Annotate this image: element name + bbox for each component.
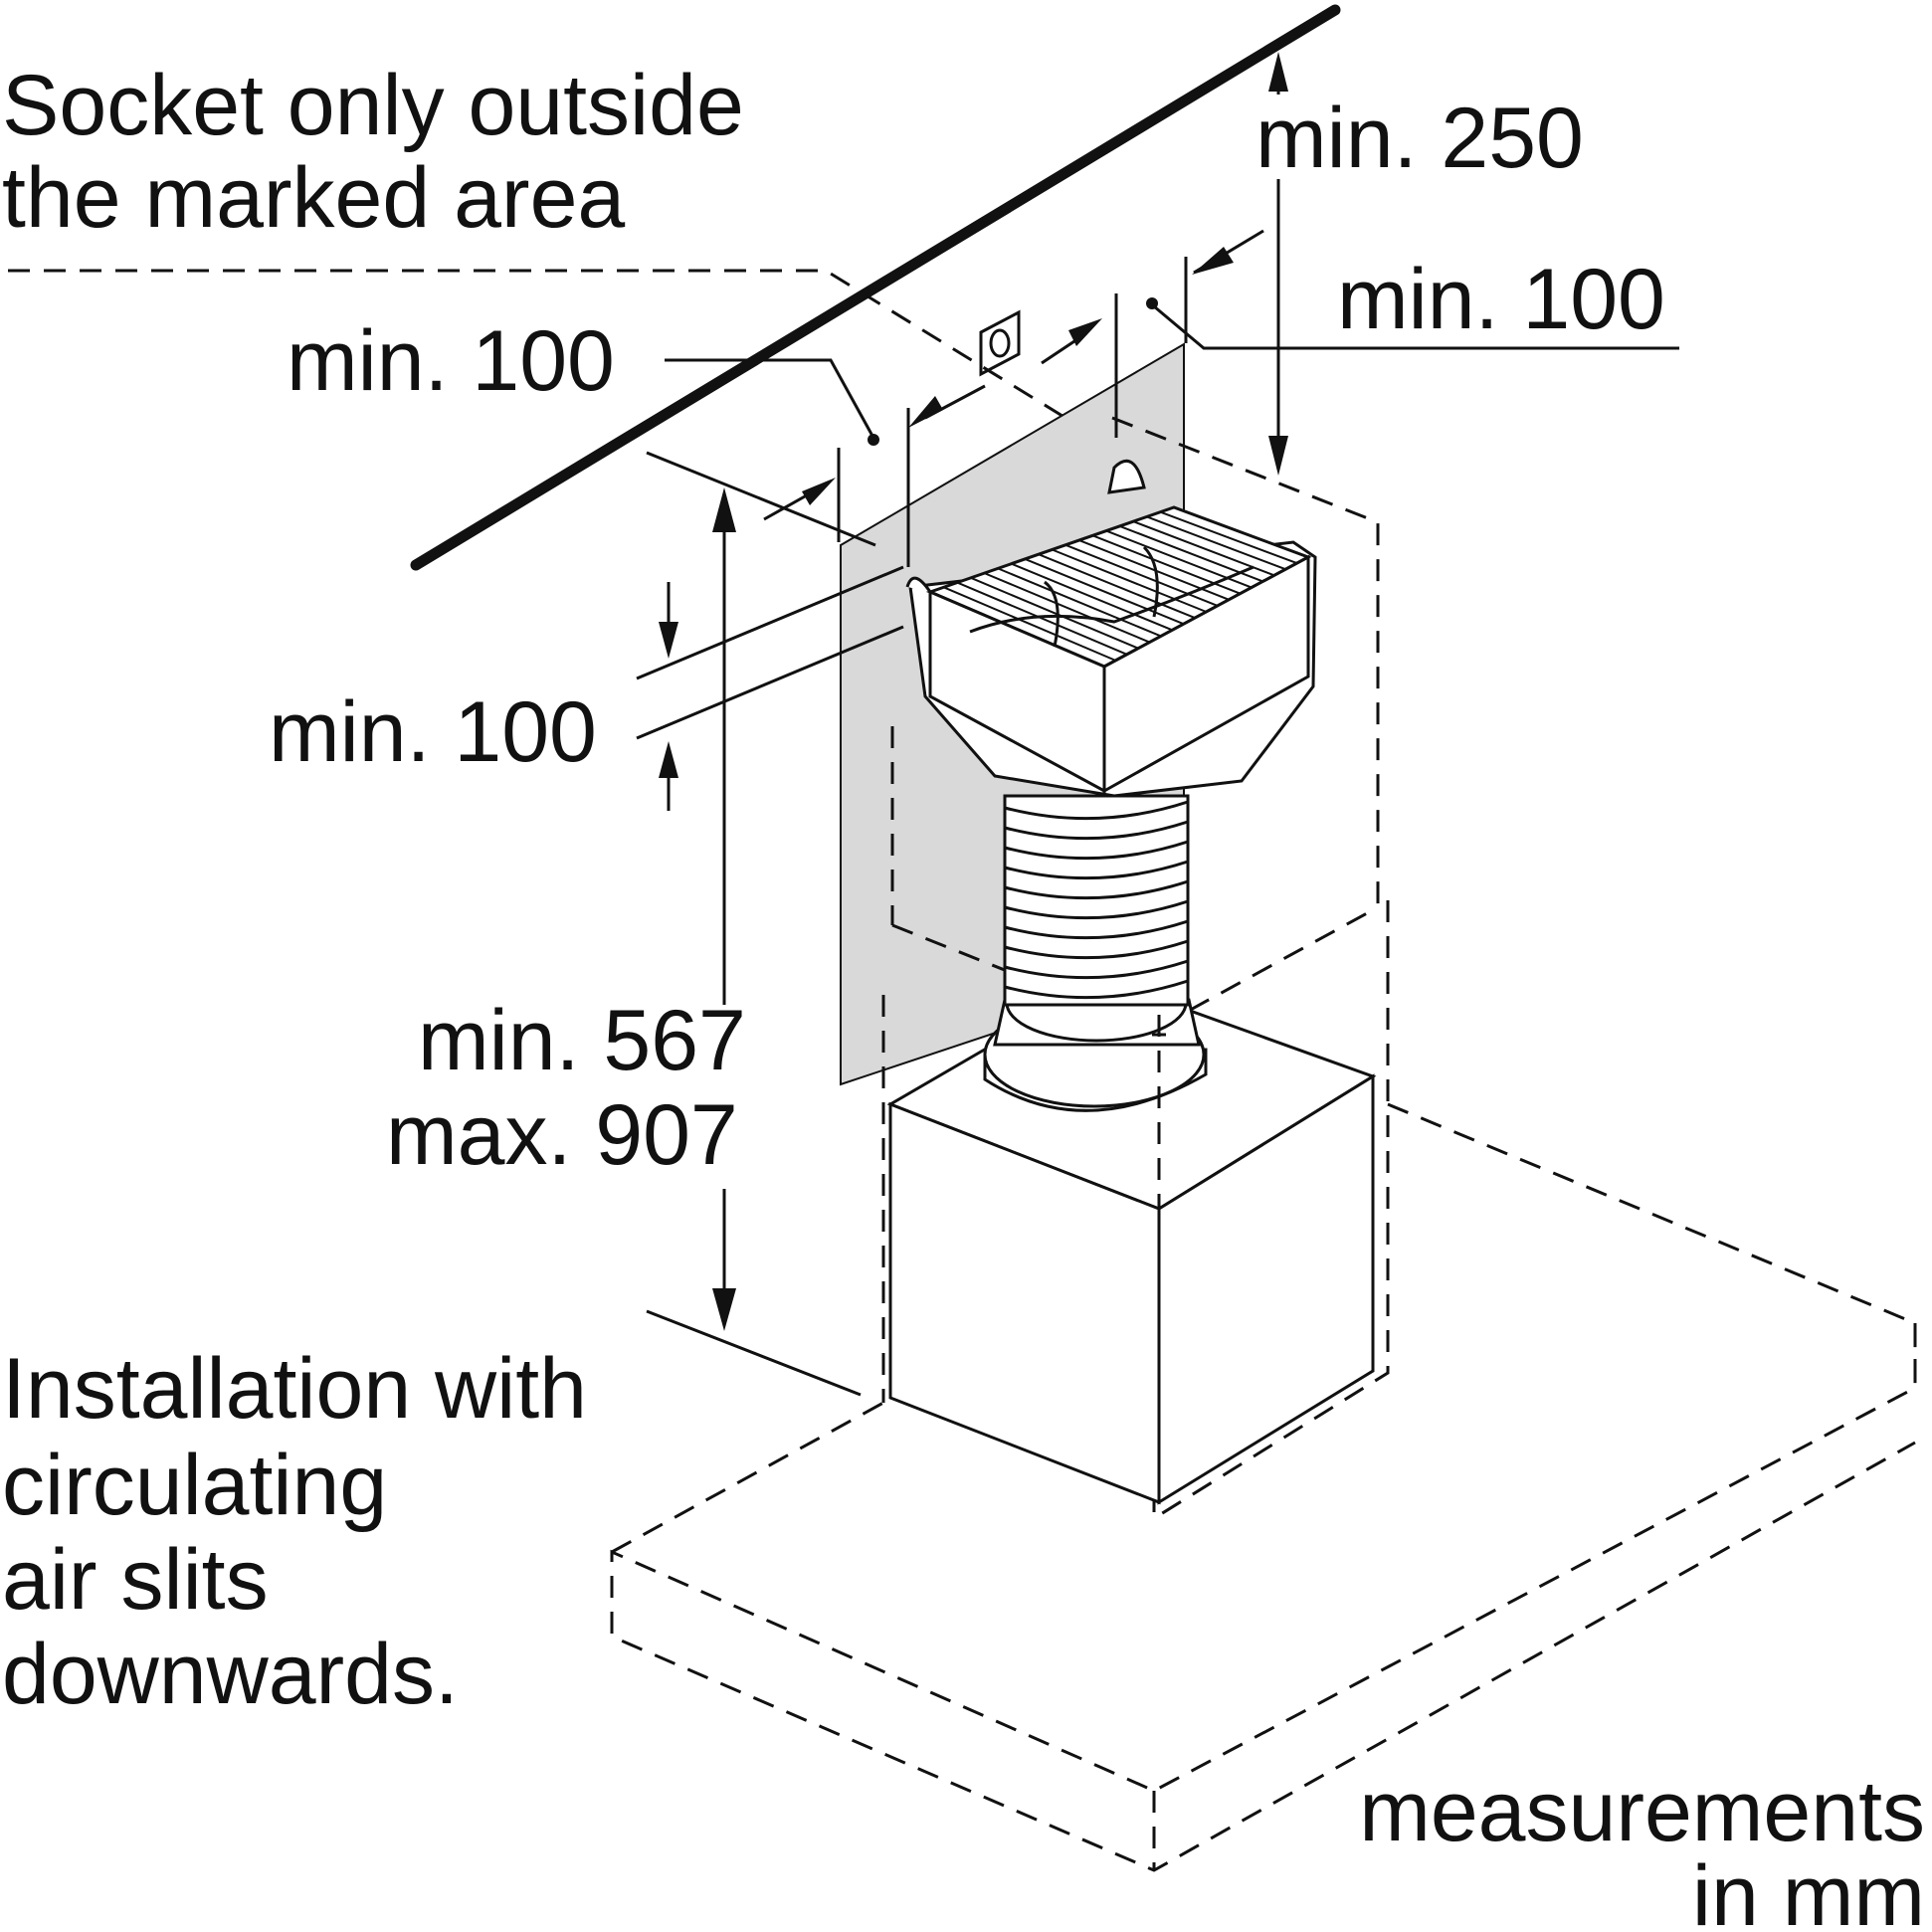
install-note-line3: air slits	[2, 1532, 269, 1628]
hose-ring	[1004, 800, 1189, 821]
dimension-height-min-label: min. 567	[418, 993, 746, 1088]
dimension-vertical-socket-label: min. 100	[269, 684, 597, 780]
dimension-top-clearance: min. 250	[1256, 52, 1584, 476]
filter-slat	[1011, 562, 1173, 632]
dimension-left-socket-label: min. 100	[287, 313, 615, 409]
filter-slat	[1078, 539, 1230, 601]
socket-note-line2: the marked area	[2, 150, 625, 246]
filter-slat	[1064, 543, 1219, 607]
dimension-right-socket-label: min. 100	[1337, 252, 1665, 347]
install-note-line4: downwards.	[2, 1627, 459, 1722]
filter-slat	[1024, 558, 1185, 626]
filter-slat	[943, 586, 1116, 662]
socket-note-line1: Socket only outside	[2, 58, 744, 153]
dimension-socket-gap	[906, 318, 1102, 567]
filter-slat	[1146, 515, 1286, 571]
filter-slat	[997, 567, 1162, 638]
hose-ring	[1004, 979, 1189, 1000]
filter-unit	[905, 459, 1317, 798]
filter-slat	[1052, 548, 1207, 613]
hose-ring	[1004, 919, 1189, 940]
filter-slat	[1132, 520, 1275, 577]
hose-ring	[1004, 899, 1189, 920]
dimension-total-height: min. 567 max. 907	[386, 451, 876, 1397]
filter-slat	[1160, 510, 1297, 565]
hose-ring	[1004, 939, 1189, 960]
filter-slat	[984, 572, 1150, 644]
dimension-vertical-socket: min. 100	[269, 565, 904, 811]
install-note-line1: Installation with	[2, 1341, 587, 1437]
hose-ring	[1004, 959, 1189, 980]
hose-ring	[1004, 879, 1189, 900]
socket-icon	[979, 309, 1021, 377]
dimension-left-socket: min. 100	[287, 313, 879, 542]
hood-canopy-outline	[610, 1102, 1917, 1872]
dimension-top-clearance-label: min. 250	[1256, 91, 1584, 186]
hose-ring	[1004, 840, 1189, 861]
socket-reference-line	[8, 269, 1115, 450]
dimension-right-socket: min. 100	[1114, 229, 1679, 438]
hose-ring	[1004, 860, 1189, 880]
dimension-height-max-label: max. 907	[386, 1087, 738, 1183]
ceiling-line	[410, 4, 1341, 571]
install-note-line2: circulating	[2, 1438, 387, 1533]
filter-slat	[956, 581, 1128, 656]
filter-slat	[970, 576, 1139, 650]
units-note-line2: in mm	[1692, 1848, 1925, 1932]
filter-slat	[1038, 553, 1196, 620]
units-note-line1: measurements	[1359, 1764, 1925, 1859]
flexible-hose	[1003, 794, 1190, 1007]
hose-ring	[1004, 820, 1189, 841]
